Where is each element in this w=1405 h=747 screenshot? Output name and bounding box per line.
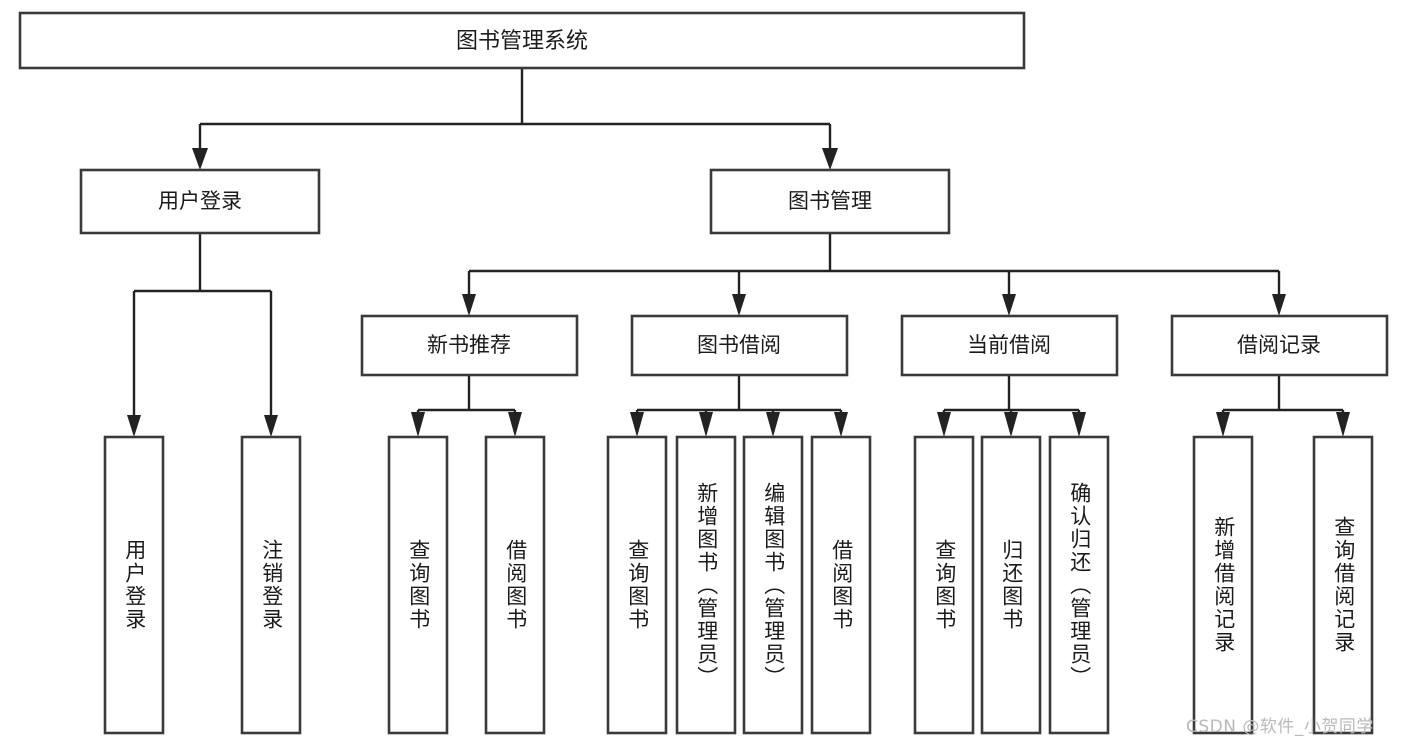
arrow-current-borrow (1002, 294, 1016, 316)
node-new-book-recommend-label: 新书推荐 (427, 333, 511, 357)
node-leaf-add-book-box[interactable] (675, 435, 737, 735)
arrow-leaf-query-record (1336, 412, 1350, 437)
arrow-leaf-edit-book (766, 412, 780, 437)
arrow-book-borrow (732, 294, 746, 316)
node-layer: 图书管理系统 用户登录 图书管理 新书推荐 图书借阅 当前借阅 借阅记录 (18, 11, 1389, 377)
node-book-borrow-label: 图书借阅 (697, 333, 781, 357)
node-user-login-label: 用户登录 (158, 189, 242, 213)
leaf-box-layer (103, 435, 1374, 735)
node-book-borrow-box[interactable] (630, 314, 849, 377)
node-root-box[interactable] (18, 11, 1026, 70)
node-leaf-add-record-box[interactable] (1192, 435, 1254, 735)
arrow-leaf-borrow-book-1 (508, 412, 522, 437)
node-current-borrow-label: 当前借阅 (967, 333, 1051, 357)
arrow-leaf-user-login (127, 415, 141, 437)
node-leaf-query-book-2-box[interactable] (606, 435, 668, 735)
node-leaf-confirm-return-box[interactable] (1048, 435, 1110, 735)
node-leaf-logout-box[interactable] (240, 435, 302, 735)
node-leaf-edit-book-box[interactable] (742, 435, 804, 735)
node-leaf-return-book-box[interactable] (980, 435, 1042, 735)
node-leaf-query-record-box[interactable] (1312, 435, 1374, 735)
node-current-borrow-box[interactable] (900, 314, 1119, 377)
node-root-label: 图书管理系统 (456, 29, 588, 54)
node-borrow-record-label: 借阅记录 (1237, 333, 1321, 357)
arrow-leaf-query-book-2 (630, 412, 644, 437)
arrow-leaf-logout (264, 415, 278, 437)
node-book-manage-box[interactable] (709, 168, 951, 235)
node-new-book-recommend-box[interactable] (360, 314, 579, 377)
node-leaf-borrow-book-1-box[interactable] (484, 435, 546, 735)
arrow-new-book-recommend (462, 294, 476, 316)
arrow-leaf-query-book-1 (411, 412, 425, 437)
arrow-user-login (192, 148, 208, 170)
arrow-leaf-add-record (1216, 412, 1230, 437)
arrow-leaf-borrow-book-2 (834, 412, 848, 437)
arrow-leaf-query-book-3 (937, 412, 951, 437)
watermark-text: CSDN @软件_小贺同学 (1186, 717, 1374, 737)
node-leaf-borrow-book-2-box[interactable] (810, 435, 872, 735)
arrow-book-manage (822, 148, 838, 170)
node-leaf-query-book-1-box[interactable] (387, 435, 449, 735)
arrow-leaf-add-book (699, 412, 713, 437)
node-user-login-box[interactable] (79, 168, 321, 235)
connector-layer (127, 68, 1350, 437)
node-leaf-query-book-3-box[interactable] (913, 435, 975, 735)
node-book-manage-label: 图书管理 (788, 189, 872, 213)
node-leaf-user-login-box[interactable] (103, 435, 165, 735)
arrow-leaf-confirm-return (1072, 412, 1086, 437)
node-borrow-record-box[interactable] (1170, 314, 1389, 377)
arrow-leaf-return-book (1004, 412, 1018, 437)
arrow-borrow-record (1272, 294, 1286, 316)
